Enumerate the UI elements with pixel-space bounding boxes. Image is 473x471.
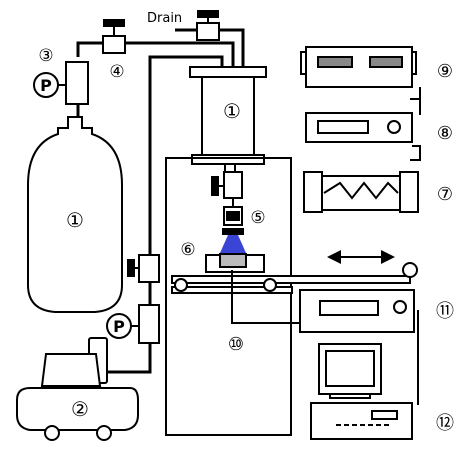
pressure-symbol-lower: P: [113, 317, 125, 336]
pressure-symbol-upper: P: [40, 76, 52, 95]
compressor-motor: [40, 353, 102, 387]
device-9: [300, 46, 417, 88]
callout-2: ②: [71, 397, 89, 421]
device-11: [299, 289, 415, 333]
device-8: [305, 112, 413, 143]
regulator-lower: [106, 304, 160, 344]
liquid-cylinder: [189, 66, 267, 175]
nozzle-valve: [211, 171, 243, 207]
valve-4: [102, 19, 126, 54]
sample-holder-6: [205, 253, 265, 273]
drain-valve: [196, 10, 220, 41]
regulator-3: [65, 61, 89, 105]
callout-1-cylinder: ①: [223, 99, 241, 123]
callout-5: ⑤: [250, 208, 265, 228]
callout-12: ⑫: [436, 413, 454, 434]
computer-12: [310, 343, 413, 440]
chamber-box: [165, 157, 292, 436]
callout-1-tank: ①: [66, 208, 84, 232]
callout-11: ⑪: [436, 301, 454, 322]
callout-6: ⑥: [180, 240, 195, 260]
callout-8: ⑧: [437, 123, 453, 144]
pipe-regulator-to-valve: [76, 41, 105, 57]
pipe-drain-to-cylinder: [217, 28, 245, 68]
callout-9: ⑨: [437, 61, 453, 82]
motion-arrow: [327, 250, 395, 264]
nozzle-5: [222, 206, 244, 235]
pipe-compressor-to-cylinder: [148, 55, 224, 255]
drain-label: Drain: [147, 11, 182, 26]
pipe-valve-to-cylinder: [125, 41, 235, 68]
callout-10: ⑩: [228, 334, 244, 355]
pressure-gauge-upper: [33, 72, 66, 98]
callout-3: ③: [38, 46, 53, 66]
spray-cone: [220, 235, 246, 253]
device-7: [303, 171, 419, 213]
callout-7: ⑦: [437, 184, 453, 205]
callout-4: ④: [109, 62, 124, 82]
compressor-valve: [127, 254, 160, 283]
piping: [76, 28, 245, 374]
compressor-2: [16, 337, 139, 441]
link-8-7: [410, 145, 421, 161]
gas-cylinder-tank: [27, 116, 123, 313]
compressor-tank: [16, 387, 139, 431]
sensor-line-10: [231, 270, 300, 324]
tank-body: [27, 116, 123, 313]
